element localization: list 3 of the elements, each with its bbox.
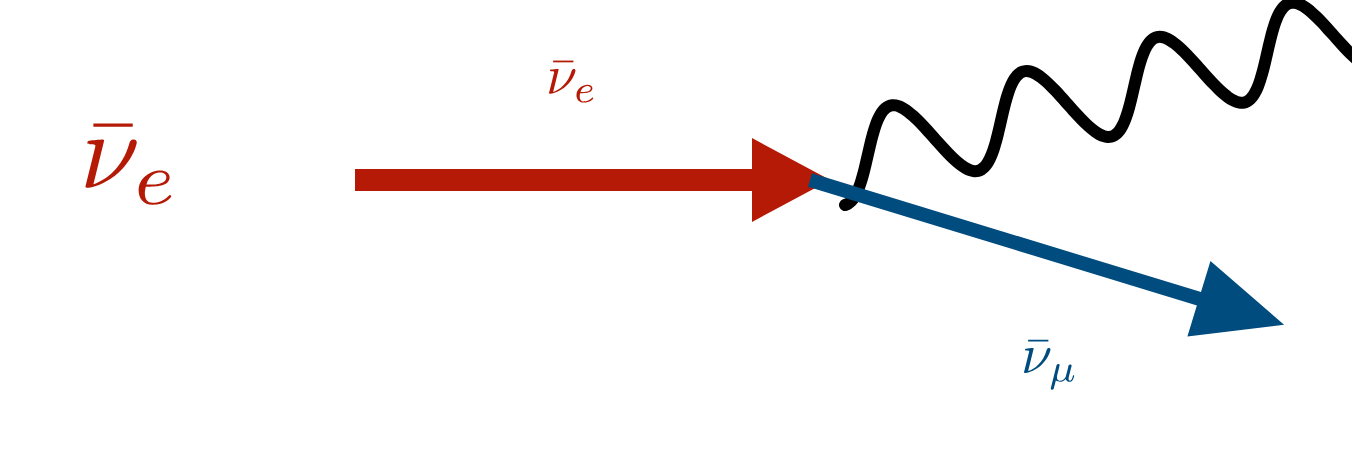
- particle-label: $\bar{\nu}_e$: [549, 60, 594, 103]
- particle-label: $\bar{\nu}_\mu$: [1024, 339, 1075, 390]
- particle-label: $\bar{\nu}_e$: [85, 123, 172, 205]
